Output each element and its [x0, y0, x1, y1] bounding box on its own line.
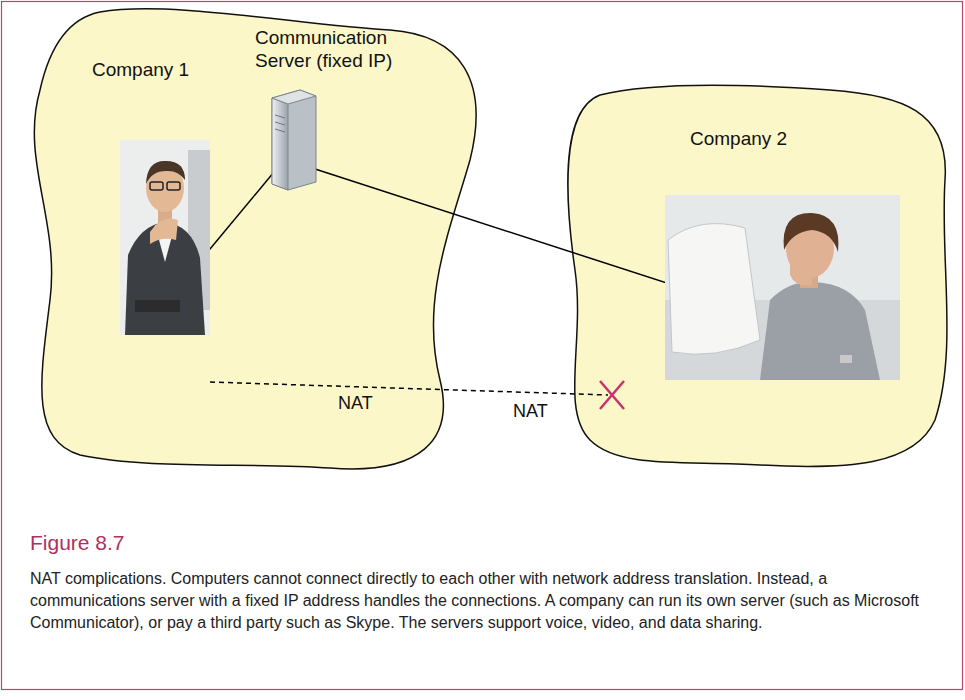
neck	[158, 205, 172, 225]
caption-holder: Figure 8.7	[30, 530, 125, 556]
figure-frame	[2, 2, 963, 690]
blocked-line	[210, 382, 608, 395]
watch	[840, 355, 852, 363]
server-top	[272, 90, 316, 104]
nat-label: NAT	[513, 400, 548, 422]
desk	[665, 300, 900, 380]
server-front	[272, 98, 288, 190]
region-title: Company 2	[690, 127, 965, 150]
hand	[790, 257, 812, 286]
cross-stroke	[600, 381, 624, 409]
neck	[800, 268, 818, 288]
head	[146, 164, 184, 212]
company-region: Company 2	[560, 82, 960, 474]
glasses	[167, 182, 180, 190]
cross-stroke	[600, 381, 624, 409]
figure-title: Figure 8.7	[30, 530, 125, 556]
hand	[150, 219, 178, 245]
hair	[784, 213, 839, 252]
nat-label: NAT	[338, 392, 373, 414]
man-photo	[120, 140, 210, 335]
shirt	[155, 225, 175, 262]
figure-caption: NAT complications. Computers cannot conn…	[30, 568, 935, 634]
blocked-mark	[600, 381, 624, 409]
keyboard	[135, 300, 180, 312]
monitor	[188, 150, 210, 310]
server-label: Communication Server (fixed IP)	[255, 26, 420, 72]
company-region: Company 1Communication Server (fixed IP)	[40, 8, 485, 476]
server-slot	[275, 115, 285, 118]
photo-ground	[665, 195, 900, 380]
connection-line	[205, 172, 274, 255]
label-holder: NAT	[338, 392, 373, 414]
glasses	[150, 182, 163, 190]
monitor	[668, 224, 760, 355]
suit	[125, 222, 205, 335]
server-slot	[275, 129, 285, 132]
photo-ground	[120, 140, 210, 335]
caption-holder: NAT complications. Computers cannot conn…	[30, 568, 935, 634]
label-holder: NAT	[513, 400, 548, 422]
server-label-box: Communication Server (fixed IP)	[255, 26, 420, 72]
server-body	[272, 90, 316, 190]
shirt	[760, 282, 880, 380]
server-slot	[275, 122, 285, 125]
connection-line	[312, 168, 858, 345]
server-icon	[272, 90, 316, 190]
head	[786, 218, 834, 278]
hair	[146, 161, 185, 184]
woman-photo	[665, 195, 900, 380]
